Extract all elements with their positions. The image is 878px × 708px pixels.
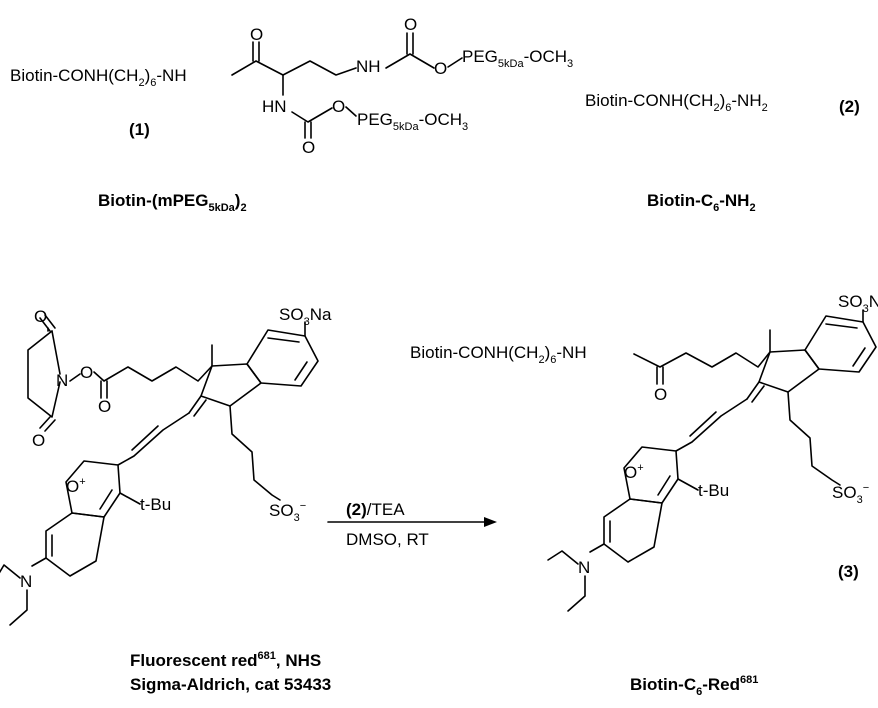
compound-1-hn-lower: HN (262, 97, 287, 116)
reagent-oxonium-o: O+ (66, 476, 86, 496)
product-carbonyl-o: O (654, 385, 667, 404)
reagent-tbu: t-Bu (140, 495, 171, 514)
compound-1-ester-o-upper: O (434, 59, 447, 78)
product-amine-n: N (578, 558, 590, 577)
compound-1-carbamate-o-lower: O (302, 138, 315, 157)
compound-2-number: (2) (839, 97, 860, 116)
arrow-conditions-below: DMSO, RT (346, 530, 429, 549)
compound-2-name: Biotin-C6-NH2 (647, 191, 756, 214)
reagent-carbonyl-o: O (98, 397, 111, 416)
product-number: (3) (838, 562, 859, 581)
compound-1-peg-lower: PEG5kDa-OCH3 (357, 110, 468, 133)
product-biotin-chain: Biotin-CONH(CH2)6-NH (410, 343, 587, 366)
compound-1-carbamate-o-upper: O (404, 15, 417, 34)
product-oxonium-o: O+ (624, 462, 644, 482)
product-sulfonate: SO3− (832, 482, 869, 506)
reagent-succinimide-o-bottom: O (32, 431, 45, 450)
compound-1-number: (1) (129, 120, 150, 139)
compound-1-nh-upper: NH (356, 57, 381, 76)
compound-1-ester-o-lower: O (332, 97, 345, 116)
product-sulfonate-na: SO3Na (838, 292, 878, 315)
reagent-structure: O O N O O SO3Na SO3− O+ t-Bu (0, 305, 332, 626)
arrow-reagents-above: (2)/TEA (346, 500, 405, 519)
reagent-succinimide-n: N (56, 371, 68, 390)
compound-1-biotin-chain: Biotin-CONH(CH2)6-NH (10, 66, 187, 89)
reagent-amine-n: N (20, 572, 32, 591)
compound-1-peg-upper: PEG5kDa-OCH3 (462, 47, 573, 70)
reagent-succinimide-o-top: O (34, 307, 47, 326)
compound-2-formula: Biotin-CONH(CH2)6-NH2 (585, 91, 768, 114)
reagent-sulfonate: SO3− (269, 500, 306, 524)
product-structure: Biotin-CONH(CH2)6-NH O SO3Na SO3− O+ t-B… (410, 292, 878, 612)
reagent-name-line-1: Fluorescent red681, NHS (130, 650, 321, 670)
reagent-sulfonate-na: SO3Na (279, 305, 332, 328)
reaction-arrow (327, 517, 497, 527)
reagent-name-line-2: Sigma-Aldrich, cat 53433 (130, 675, 331, 694)
product-name: Biotin-C6-Red681 (630, 674, 758, 698)
compound-1-carbonyl-o: O (250, 25, 263, 44)
compound-1-name: Biotin-(mPEG5kDa)2 (98, 191, 247, 214)
product-tbu: t-Bu (698, 481, 729, 500)
reagent-ester-o: O (80, 363, 93, 382)
compound-1-structure: Biotin-CONH(CH2)6-NH O NH O O PEG5kDa-OC… (10, 15, 573, 157)
